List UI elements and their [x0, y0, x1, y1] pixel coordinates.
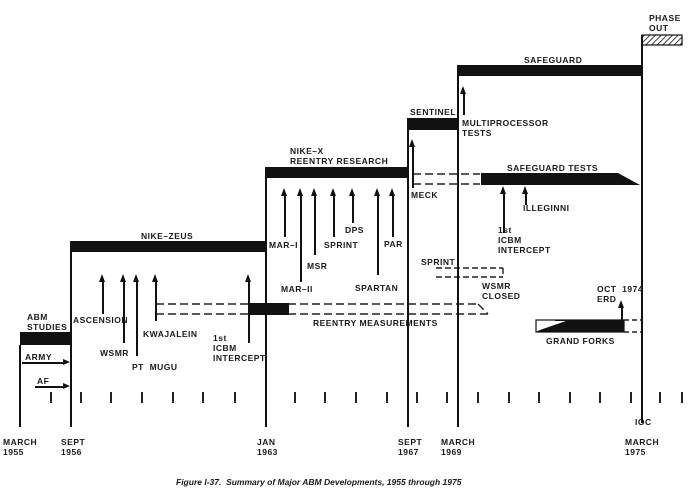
- dps-label: DPS: [345, 225, 364, 235]
- tick: [172, 392, 174, 403]
- tick: [477, 392, 479, 403]
- sept-1956-line: [70, 241, 72, 427]
- tick: [50, 392, 52, 403]
- nike-x-bar: [266, 167, 409, 178]
- par-label: PAR: [384, 239, 403, 249]
- sept-1967-line: [407, 118, 409, 427]
- tick: [681, 392, 683, 403]
- nike-x-label: NIKE–X REENTRY RESEARCH: [290, 146, 389, 166]
- wsmr-closed-label: WSMR CLOSED: [482, 281, 521, 301]
- army-arrow: [22, 359, 70, 365]
- march-1975-line: [641, 35, 643, 423]
- figure-caption: Figure I-37. Summary of Major ABM Develo…: [176, 477, 462, 487]
- tick: [386, 392, 388, 403]
- ascension-label: ASCENSION: [73, 315, 129, 325]
- ioc-label: IOC: [635, 417, 652, 427]
- tick: [202, 392, 204, 403]
- date-march-1969: MARCH 1969: [441, 437, 476, 457]
- spartan-label: SPARTAN: [355, 283, 399, 293]
- tick: [141, 392, 143, 403]
- abm-studies-bar: [20, 332, 72, 345]
- reentry-measurements-label: REENTRY MEASUREMENTS: [313, 318, 438, 328]
- tick: [294, 392, 296, 403]
- illeginni-arrow-icon: [522, 186, 528, 205]
- safeguard-first-icbm-arrow-icon: [500, 186, 506, 233]
- sprint-label: SPRINT: [324, 240, 359, 250]
- march-1969-line: [457, 65, 459, 427]
- jan-1963-line: [265, 167, 267, 427]
- phase-out-label: PHASE OUT: [649, 13, 681, 33]
- tick: [599, 392, 601, 403]
- multiprocessor-tests-label: MULTIPROCESSOR TESTS: [462, 118, 549, 138]
- oct-1974-erd-label: OCT 1974 ERD: [597, 284, 644, 304]
- reentry-measurements-solid: [248, 303, 289, 315]
- par-arrow-icon: [389, 188, 395, 237]
- mar-ii-label: MAR–II: [281, 284, 313, 294]
- abm-studies-label: ABM STUDIES: [27, 312, 68, 332]
- wsmr-label: WSMR: [100, 348, 129, 358]
- msr-label: MSR: [307, 261, 328, 271]
- nike-zeus-bar: [71, 241, 267, 252]
- msr-arrow-icon: [311, 188, 317, 255]
- wsmr-arrow-icon: [120, 274, 126, 343]
- kwajalein-arrow-icon: [152, 274, 158, 321]
- date-march-1955: MARCH 1955: [3, 437, 38, 457]
- meck-arrow-icon: [409, 139, 415, 188]
- safeguard-bar: [458, 65, 642, 76]
- tick: [416, 392, 418, 403]
- kwajalein-label: KWAJALEIN: [143, 329, 198, 339]
- date-jan-1963: JAN 1963: [257, 437, 278, 457]
- ascension-arrow-icon: [99, 274, 105, 314]
- tick: [110, 392, 112, 403]
- sprint-arrow-icon: [330, 188, 336, 237]
- tick: [446, 392, 448, 403]
- tick: [508, 392, 510, 403]
- march-1955-line: [19, 345, 21, 427]
- tick: [324, 392, 326, 403]
- mar-ii-arrow-icon: [297, 188, 303, 282]
- tick: [355, 392, 357, 403]
- safeguard-label: SAFEGUARD: [524, 55, 583, 65]
- dps-arrow-icon: [349, 188, 355, 223]
- mar-i-arrow-icon: [281, 188, 287, 237]
- mar-i-label: MAR–I: [269, 240, 298, 250]
- tick: [569, 392, 571, 403]
- date-sept-1967: SEPT 1967: [398, 437, 423, 457]
- date-march-1975: MARCH 1975: [625, 437, 660, 457]
- tick: [538, 392, 540, 403]
- af-arrow: [35, 383, 70, 389]
- safeguard-first-icbm-label: 1st ICBM INTERCEPT: [498, 225, 551, 255]
- army-label: ARMY: [25, 352, 53, 362]
- sentinel-bar: [408, 118, 459, 130]
- multiprocessor-tests-arrow-icon: [460, 86, 466, 115]
- tick: [659, 392, 661, 403]
- tick: [80, 392, 82, 403]
- tick: [630, 392, 632, 403]
- date-sept-1956: SEPT 1956: [61, 437, 86, 457]
- grand-forks-label: GRAND FORKS: [546, 336, 615, 346]
- zeus-first-icbm-label: 1st ICBM INTERCEPT: [213, 333, 266, 363]
- pt-mugu-arrow-icon: [133, 274, 139, 356]
- reentry-measurements-band: [156, 303, 489, 315]
- pt-mugu-label: PT MUGU: [132, 362, 178, 372]
- first-icbm-intercept-arrow-icon: [245, 274, 251, 343]
- phase-out-box: [641, 34, 683, 46]
- nike-zeus-label: NIKE–ZEUS: [141, 231, 194, 241]
- spartan-arrow-icon: [374, 188, 380, 275]
- safeguard-tests-label: SAFEGUARD TESTS: [507, 163, 599, 173]
- illeginni-label: ILLEGINNI: [523, 203, 570, 213]
- sprint-wsmr-label: SPRINT: [421, 257, 456, 267]
- safeguard-tests-bar: [481, 173, 640, 185]
- meck-label: MECK: [411, 190, 439, 200]
- sentinel-label: SENTINEL: [410, 107, 457, 117]
- tick: [234, 392, 236, 403]
- af-label: AF: [37, 376, 50, 386]
- oct-1974-erd-arrow-icon: [618, 300, 624, 320]
